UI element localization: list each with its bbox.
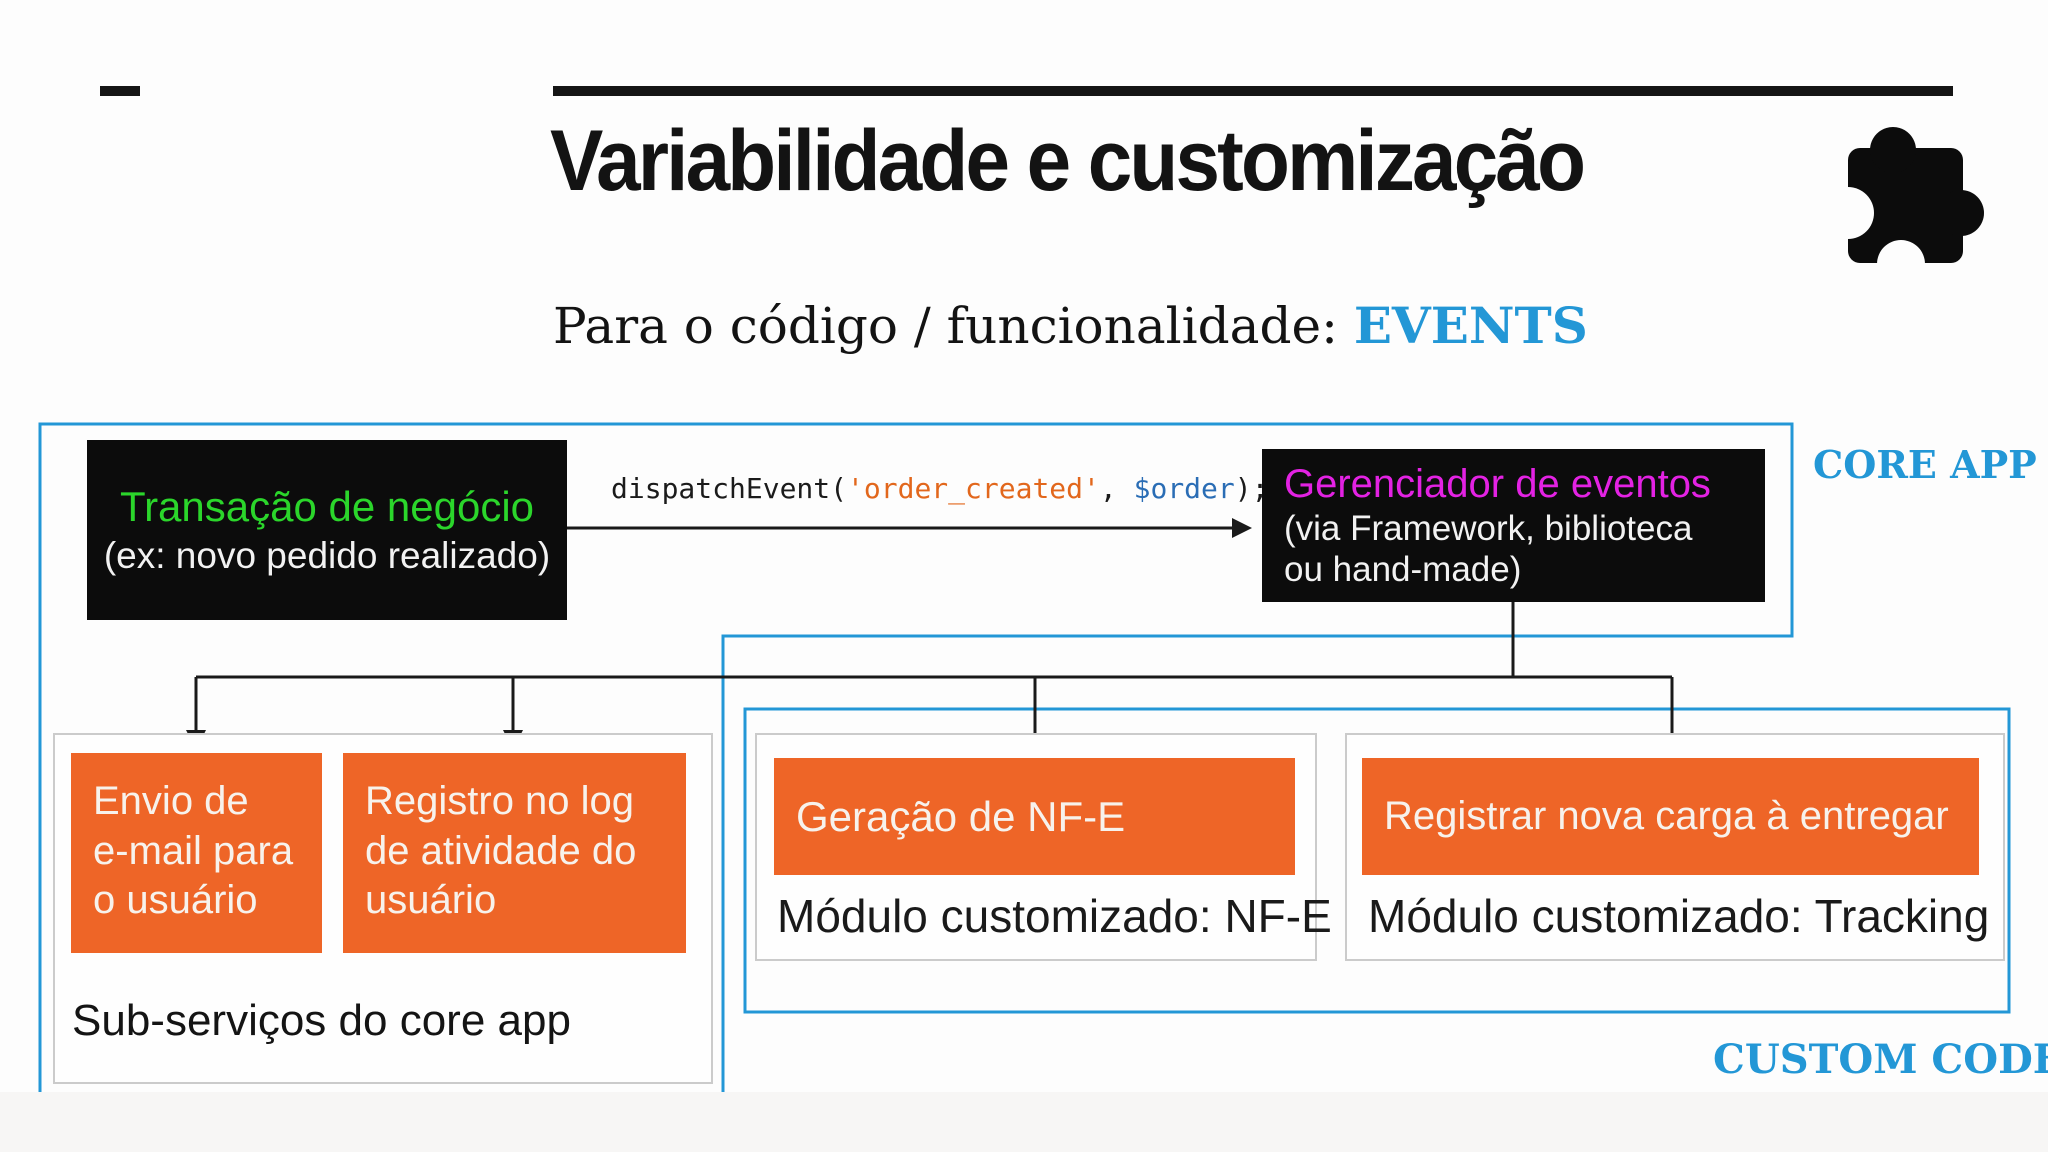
module-tracking-header-text: Registrar nova carga à entregar	[1384, 794, 1949, 838]
service-activity-log-box: Registro no log de atividade do usuário	[343, 753, 686, 953]
code-event-name-string: 'order_created'	[847, 472, 1100, 505]
business-transaction-subtitle: (ex: novo pedido realizado)	[103, 535, 551, 577]
service-email-line1: Envio de	[93, 779, 249, 823]
event-manager-title: Gerenciador de eventos	[1284, 461, 1711, 506]
code-order-variable: $order	[1133, 472, 1235, 505]
service-log-line1: Registro no log	[365, 779, 635, 823]
sub-services-caption: Sub-serviços do core app	[72, 996, 571, 1045]
code-fn: dispatchEvent(	[611, 472, 848, 505]
top-dash-rule	[100, 86, 140, 96]
module-tracking-caption: Módulo customizado: Tracking	[1368, 890, 1990, 942]
module-nfe-caption: Módulo customizado: NF-E	[777, 890, 1332, 942]
subtitle-events-highlight: EVENTS	[1353, 296, 1588, 355]
event-manager-line3: ou hand-made)	[1284, 550, 1522, 590]
top-title-rule	[553, 86, 1953, 96]
code-comma: ,	[1099, 472, 1134, 505]
custom-code-label: CUSTOM CODE	[1713, 1036, 2048, 1083]
page-title: Variabilidade e customização	[550, 113, 1586, 209]
business-transaction-box: Transação de negócio (ex: novo pedido re…	[87, 440, 567, 620]
page-subtitle: Para o código / funcionalidade: EVENTS	[553, 296, 1588, 355]
service-log-line2: de atividade do	[365, 828, 637, 873]
module-tracking-header: Registrar nova carga à entregar	[1362, 758, 1979, 875]
module-nfe-header: Geração de NF-E	[774, 758, 1295, 875]
event-manager-line2: (via Framework, biblioteca	[1284, 508, 1693, 548]
subtitle-prefix: Para o código / funcionalidade:	[553, 297, 1354, 355]
core-app-label: CORE APP	[1813, 442, 2037, 487]
module-nfe-header-text: Geração de NF-E	[796, 792, 1126, 840]
service-email-line3: o usuário	[93, 878, 258, 923]
service-log-line3: usuário	[365, 878, 497, 923]
event-manager-box: Gerenciador de eventos (via Framework, b…	[1262, 449, 1765, 602]
dispatch-code-snippet: dispatchEvent('order_created', $order);	[611, 472, 1268, 505]
service-email-box: Envio de e-mail para o usuário	[71, 753, 322, 953]
slide-footer-tint	[0, 1092, 2048, 1152]
service-email-line2: e-mail para	[93, 828, 294, 873]
business-transaction-title: Transação de negócio	[119, 482, 535, 530]
